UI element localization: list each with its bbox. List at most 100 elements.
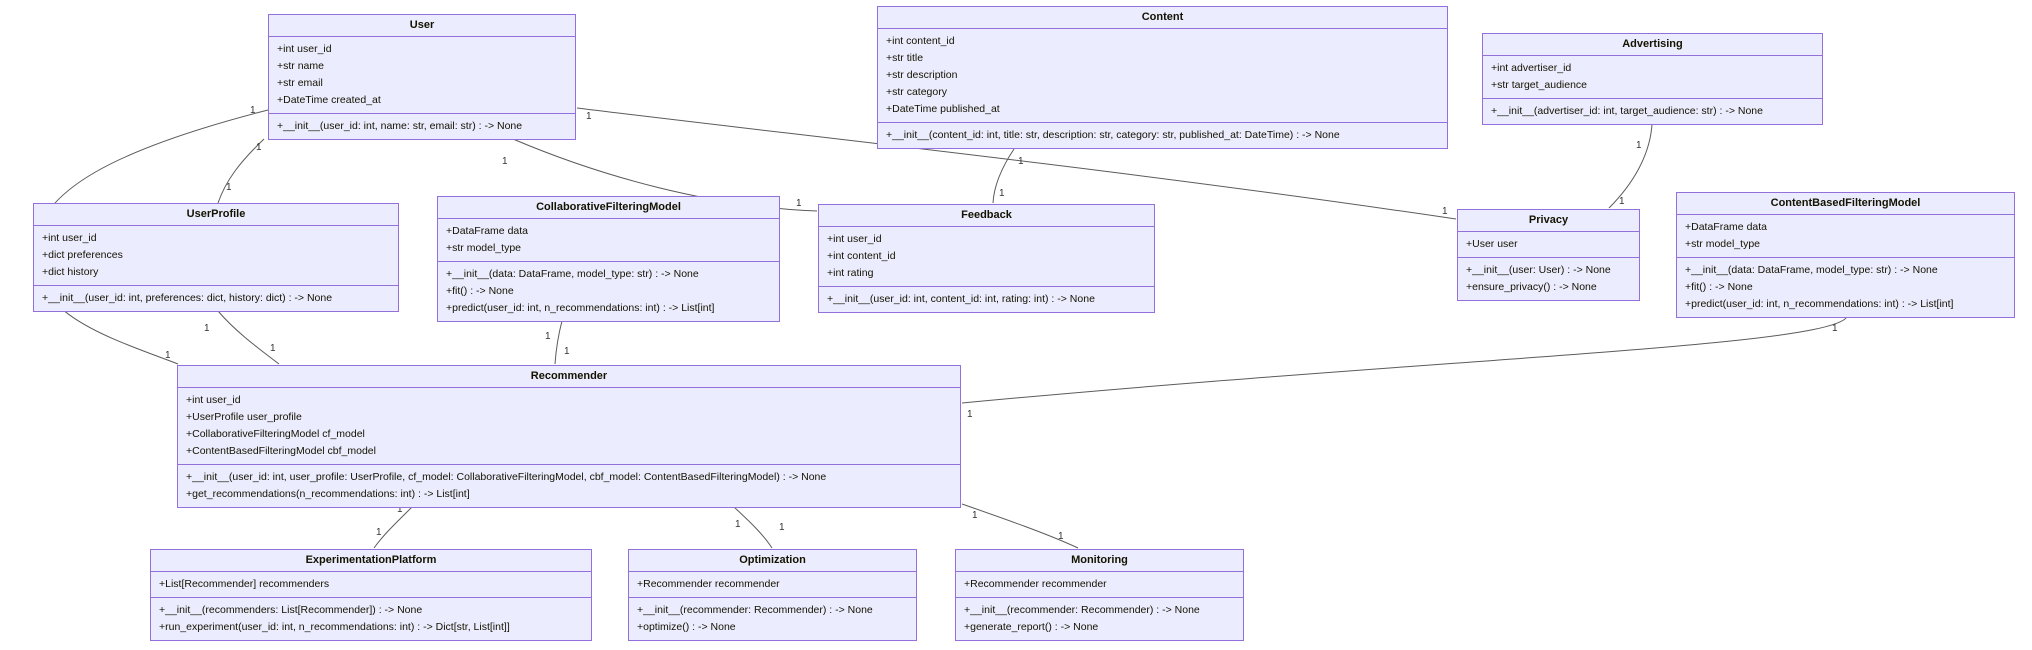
class-attributes: +Recommender recommender (629, 572, 916, 598)
class-method: +predict(user_id: int, n_recommendations… (1685, 298, 1954, 310)
class-methods: +__init__(user_id: int, preferences: dic… (34, 286, 398, 311)
class-methods: +__init__(data: DataFrame, model_type: s… (1677, 258, 2014, 317)
class-title: UserProfile (34, 204, 398, 226)
class-method: +__init__(recommender: Recommender) : ->… (964, 604, 1200, 616)
class-methods: +__init__(advertiser_id: int, target_aud… (1483, 99, 1822, 124)
edge-advertising-to-privacy (1608, 123, 1653, 209)
class-methods: +__init__(user_id: int, user_profile: Us… (178, 465, 960, 507)
class-attribute: +Recommender recommender (637, 578, 780, 590)
class-attributes: +User user (1458, 232, 1639, 258)
class-attribute: +DateTime created_at (277, 94, 381, 106)
multiplicity-label: 1 (250, 105, 256, 116)
multiplicity-label: 1 (165, 350, 171, 361)
class-attributes: +DataFrame data+str model_type (1677, 215, 2014, 258)
class-attribute: +int user_id (277, 43, 332, 55)
edge-recommender-to-monitoring (961, 503, 1079, 549)
class-methods: +__init__(user: User) : -> None +ensure_p… (1458, 258, 1639, 300)
class-box-content: Content+int content_id+str title+str des… (877, 6, 1448, 149)
multiplicity-label: 1 (376, 527, 382, 538)
class-method: +predict(user_id: int, n_recommendations… (446, 302, 715, 314)
class-attribute: +Recommender recommender (964, 578, 1107, 590)
class-box-recommender: Recommender+int user_id+UserProfile user… (177, 365, 961, 508)
class-box-advertising: Advertising+int advertiser_id+str target… (1482, 33, 1823, 125)
class-title: User (269, 15, 575, 37)
edge-user-profile-to-recommender (217, 310, 280, 365)
class-attribute: +DataFrame data (1685, 221, 1768, 233)
class-attribute: +str target_audience (1491, 79, 1588, 91)
class-box-user-profile: UserProfile +int user_id +dict preferences… (33, 203, 399, 312)
multiplicity-label: 1 (1442, 206, 1448, 217)
class-title: CollaborativeFilteringModel (438, 197, 779, 219)
class-title: Monitoring (956, 550, 1243, 572)
class-attribute: +int advertiser_id (1491, 62, 1572, 74)
class-method: +fit() : -> None (446, 285, 514, 297)
class-methods: +__init__(user_id: int, content_id: int,… (819, 287, 1154, 312)
class-method: +__init__(advertiser_id: int, target_aud… (1491, 105, 1763, 117)
class-attribute: +str name (277, 60, 324, 72)
multiplicity-label: 1 (545, 331, 551, 342)
multiplicity-label: 1 (1619, 196, 1625, 207)
class-attribute: +int content_id (886, 35, 955, 47)
class-attributes: +int user_id +dict preferences +dict histo… (34, 226, 398, 286)
class-method: +__init__(user_id: int, content_id: int,… (827, 293, 1095, 305)
class-title: Feedback (819, 205, 1154, 227)
class-attribute: +DateTime published_at (886, 103, 1000, 115)
class-attributes: +int advertiser_id +str target_audience (1483, 56, 1822, 99)
class-attributes: +int user_id +str name +str email +DateTime… (269, 37, 575, 114)
multiplicity-label: 1 (204, 323, 210, 334)
class-attribute: +DataFrame data (446, 225, 529, 237)
multiplicity-label: 1 (779, 522, 785, 533)
class-box-experimentation-platform: ExperimentationPlatform +List[Recommender… (150, 549, 592, 641)
multiplicity-label: 1 (1058, 531, 1064, 542)
class-title: ExperimentationPlatform (151, 550, 591, 572)
class-method: +optimize() : -> None (637, 621, 736, 633)
class-box-feedback: Feedback+int user_id+int content_id+int … (818, 204, 1155, 313)
class-title: Privacy (1458, 210, 1639, 232)
class-methods: +__init__(user_id: int, name: str, email… (269, 114, 575, 139)
class-box-user: User +int user_id +str name +str email +Date… (268, 14, 576, 140)
class-attribute: +int rating (827, 267, 874, 279)
multiplicity-label: 1 (1832, 323, 1838, 334)
multiplicity-label: 1 (735, 519, 741, 530)
class-methods: +__init__(recommender: Recommender) : ->… (629, 598, 916, 640)
class-attribute: +CollaborativeFilteringModel cf_model (186, 428, 365, 440)
multiplicity-label: 1 (999, 188, 1005, 199)
class-method: +run_experiment(user_id: int, n_recommen… (159, 621, 510, 633)
class-attribute: +int user_id (186, 394, 241, 406)
multiplicity-label: 1 (796, 198, 802, 209)
multiplicity-label: 1 (1018, 156, 1024, 167)
class-methods: +__init__(recommenders: List[Recommender… (151, 598, 591, 640)
class-attributes: +DataFrame data +str model_type (438, 219, 779, 262)
class-attribute: +List[Recommender] recommenders (159, 578, 330, 590)
class-method: +__init__(user_id: int, name: str, email… (277, 120, 523, 132)
class-attribute: +dict preferences (42, 249, 123, 261)
class-method: +__init__(data: DataFrame, model_type: s… (1685, 264, 1938, 276)
class-attributes: +int user_id+UserProfile user_profile+Co… (178, 388, 960, 465)
class-title: Content (878, 7, 1447, 29)
class-box-privacy: Privacy +User user +__init__(user: User) :… (1457, 209, 1640, 301)
class-attributes: +int user_id+int content_id+int rating (819, 227, 1154, 287)
edge-user-to-privacy (576, 107, 1457, 220)
multiplicity-label: 1 (972, 510, 978, 521)
class-method: +generate_report() : -> None (964, 621, 1099, 633)
edge-content-to-feedback (992, 148, 1015, 204)
class-methods: +__init__(recommender: Recommender) : ->… (956, 598, 1243, 640)
multiplicity-label: 1 (502, 156, 508, 167)
multiplicity-label: 1 (256, 142, 262, 153)
class-attribute: +str model_type (446, 242, 521, 254)
class-attribute: +str email (277, 77, 323, 89)
class-method: +ensure_privacy() : -> None (1466, 281, 1597, 293)
class-attribute: +User user (1466, 238, 1518, 250)
class-method: +__init__(user: User) : -> None (1466, 264, 1611, 276)
edge-collaborative-filtering-model-to-recommender (554, 320, 563, 365)
class-method: +__init__(user_id: int, preferences: dic… (42, 292, 333, 304)
multiplicity-label: 1 (967, 409, 973, 420)
class-box-optimization: Optimization+Recommender recommender+__i… (628, 549, 917, 641)
class-method: +__init__(data: DataFrame, model_type: s… (446, 268, 699, 280)
class-method: +__init__(recommender: Recommender) : ->… (637, 604, 873, 616)
class-attribute: +int user_id (42, 232, 97, 244)
multiplicity-label: 1 (586, 111, 592, 122)
class-attribute: +dict history (42, 266, 99, 278)
multiplicity-label: 1 (397, 504, 403, 515)
